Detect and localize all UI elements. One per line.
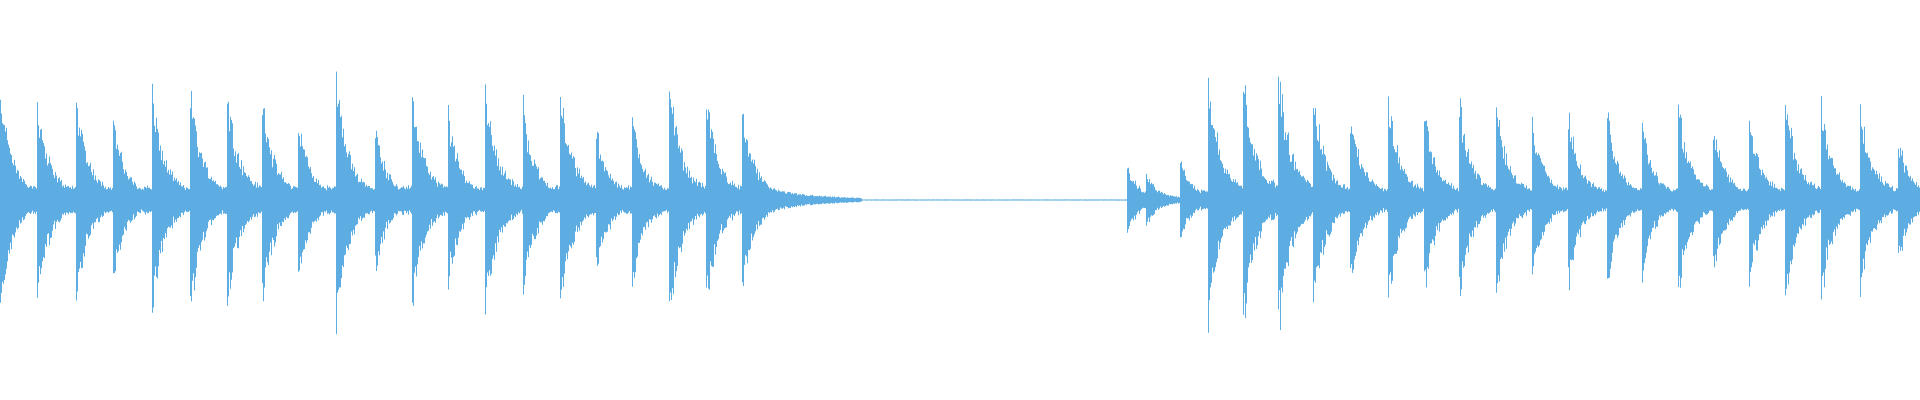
waveform-path xyxy=(0,71,1920,335)
